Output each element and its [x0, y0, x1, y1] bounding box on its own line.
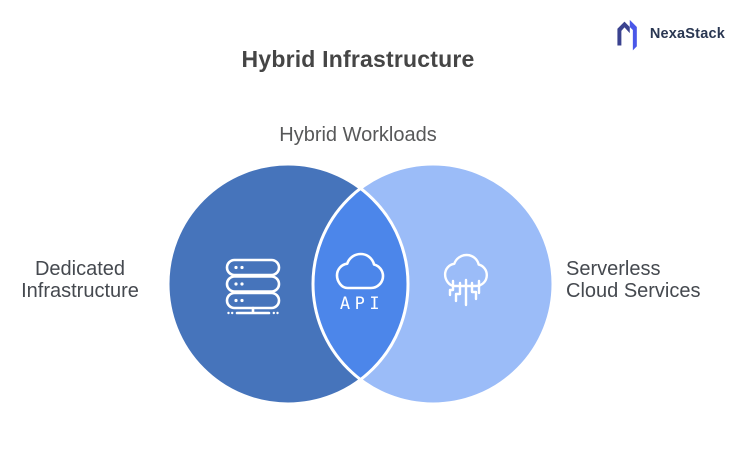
- api-label: API: [340, 294, 384, 314]
- left-set-label: Dedicated Infrastructure: [0, 258, 160, 302]
- right-circle-outline: [311, 162, 555, 406]
- intersection-fill: [313, 164, 408, 404]
- left-set-label-line1: Dedicated: [34, 258, 126, 280]
- right-set-label-line1: Serverless: [566, 258, 661, 280]
- cloud-circuit-icon: [443, 253, 488, 307]
- left-circle-outline: [166, 162, 410, 406]
- server-rack-icon: [225, 258, 281, 315]
- nexastack-logo-icon: [617, 19, 637, 51]
- venn-top-label: Hybrid Workloads: [279, 124, 437, 146]
- page-title: Hybrid Infrastructure: [241, 46, 475, 72]
- logo-mark-bright: [629, 19, 637, 51]
- nexastack-logo: NexaStack: [613, 16, 725, 52]
- left-set-label-line2: Infrastructure: [21, 280, 139, 302]
- right-set-label: Serverless Cloud Services: [566, 258, 736, 302]
- brand-name: NexaStack: [649, 26, 725, 42]
- api-cloud-icon: API: [335, 252, 385, 314]
- right-set-label-line2: Cloud Services: [566, 280, 701, 302]
- logo-mark-dark: [617, 21, 630, 46]
